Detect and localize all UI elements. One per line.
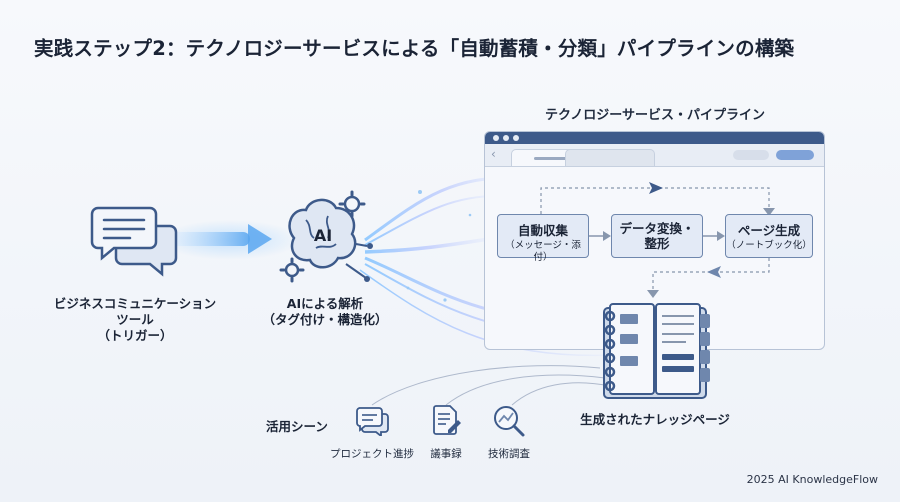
nav-arrow-icon	[707, 266, 721, 278]
scene-item-project: プロジェクト進捗	[330, 448, 414, 460]
gear-icon	[284, 195, 361, 278]
ai-label: AIによる解析 （タグ付け・構造化）	[240, 296, 410, 328]
pipeline-flow-lines	[540, 182, 775, 298]
window-dot-icon	[493, 135, 499, 141]
window-dot-icon	[503, 135, 509, 141]
trigger-label: ビジネスコミュニケーション ツール （トリガー）	[30, 296, 240, 344]
step-sub: （メッセージ・添付）	[505, 240, 581, 263]
pipeline-title: テクノロジーサービス・パイプライン	[545, 108, 765, 123]
page-title: 実践ステップ2：テクノロジーサービスによる「自動蓄積・分類」パイプラインの構築	[34, 37, 795, 60]
step-title: 自動収集	[517, 223, 568, 238]
output-label: 生成されたナレッジページ	[580, 412, 730, 427]
ai-badge-text: AI	[314, 226, 332, 245]
browser-tab-row: ‹	[485, 144, 824, 167]
trigger-label-line2: ツール	[116, 312, 154, 327]
scene-item-research: 技術調査	[488, 448, 530, 460]
sparkles	[406, 190, 500, 332]
step-auto-collect: 自動収集 （メッセージ・添付）	[497, 214, 589, 263]
search-chart-icon	[494, 406, 525, 437]
browser-titlebar	[485, 132, 824, 144]
document-edit-icon	[433, 405, 461, 435]
step-title: ページ生成	[737, 223, 801, 238]
browser-tab[interactable]	[565, 149, 655, 166]
step-title-line2: 整形	[644, 236, 670, 251]
nav-arrow-icon	[649, 182, 663, 194]
notebook-icon	[603, 303, 710, 399]
scenes-label: 活用シーン	[266, 419, 328, 434]
trigger-to-ai-arrow	[172, 224, 272, 254]
browser-pill	[733, 150, 769, 160]
scene-connectors	[371, 365, 611, 406]
step-page-generate: ページ生成 （ノートブック化）	[725, 214, 813, 258]
browser-pill-accent[interactable]	[776, 150, 814, 160]
window-dot-icon	[513, 135, 519, 141]
ai-label-line2: （タグ付け・構造化）	[262, 312, 388, 327]
step-title: データ変換・	[619, 221, 695, 236]
ai-brain-icon: AI	[279, 190, 373, 283]
back-arrow-icon[interactable]: ‹	[491, 147, 496, 161]
trigger-label-line1: ビジネスコミュニケーション	[53, 296, 217, 311]
step-data-transform: データ変換・ 整形	[611, 214, 703, 258]
trigger-label-line3: （トリガー）	[97, 328, 173, 343]
chat-bubbles-icon	[90, 206, 178, 277]
scene-item-minutes: 議事録	[430, 448, 462, 460]
ai-label-line1: AIによる解析	[286, 296, 364, 311]
chat-icon	[356, 407, 389, 436]
step-sub: （ノートブック化）	[726, 240, 812, 251]
footer-credit: 2025 AI KnowledgeFlow	[746, 473, 878, 486]
